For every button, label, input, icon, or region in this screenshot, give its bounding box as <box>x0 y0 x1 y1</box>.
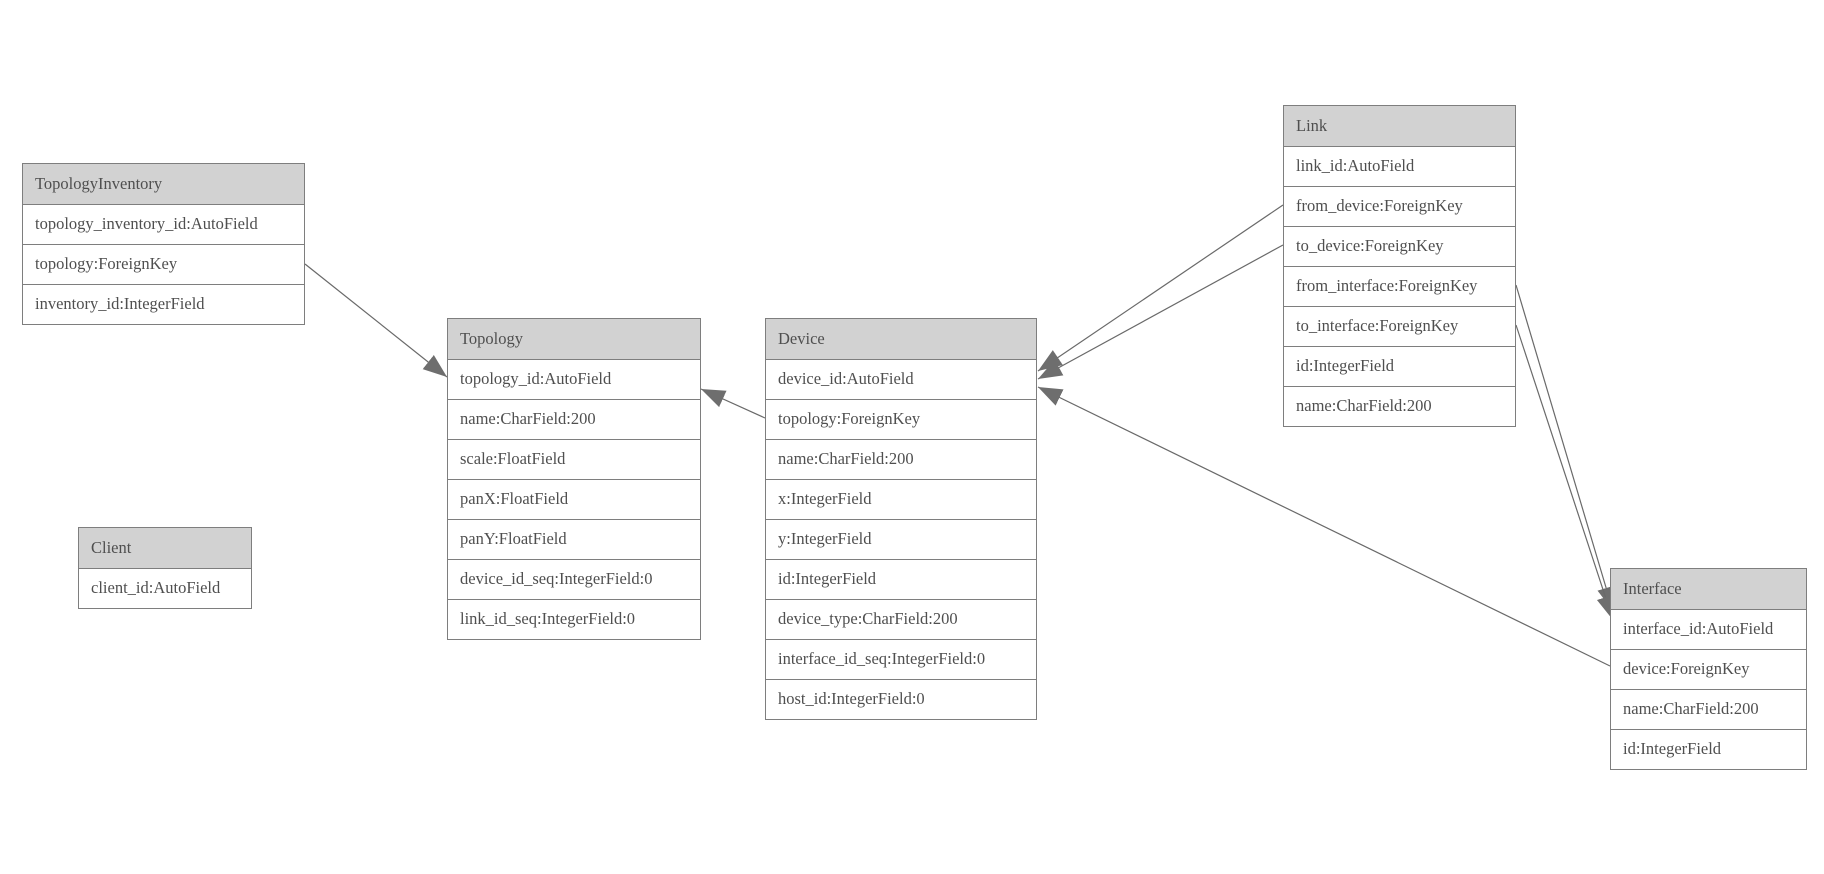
entity-title: Interface <box>1611 569 1806 609</box>
field-row: x:IntegerField <box>766 479 1036 519</box>
field-row: client_id:AutoField <box>79 568 251 608</box>
field-row: link_id_seq:IntegerField:0 <box>448 599 700 639</box>
field-row: device:ForeignKey <box>1611 649 1806 689</box>
field-row: interface_id_seq:IntegerField:0 <box>766 639 1036 679</box>
field-row: id:IntegerField <box>1284 346 1515 386</box>
field-row: name:CharField:200 <box>448 399 700 439</box>
field-row: to_device:ForeignKey <box>1284 226 1515 266</box>
field-row: y:IntegerField <box>766 519 1036 559</box>
field-row: name:CharField:200 <box>1611 689 1806 729</box>
field-row: topology_inventory_id:AutoField <box>23 204 304 244</box>
edge-link-to_interface <box>1515 324 1615 621</box>
field-row: device_id:AutoField <box>766 359 1036 399</box>
entity-title: Device <box>766 319 1036 359</box>
entity-title: TopologyInventory <box>23 164 304 204</box>
field-row: name:CharField:200 <box>766 439 1036 479</box>
field-row: scale:FloatField <box>448 439 700 479</box>
entity-title: Link <box>1284 106 1515 146</box>
field-row: name:CharField:200 <box>1284 386 1515 426</box>
field-row: link_id:AutoField <box>1284 146 1515 186</box>
field-row: from_device:ForeignKey <box>1284 186 1515 226</box>
field-row: panY:FloatField <box>448 519 700 559</box>
field-row: from_interface:ForeignKey <box>1284 266 1515 306</box>
field-row: to_interface:ForeignKey <box>1284 306 1515 346</box>
edge-interface-device <box>1037 386 1611 667</box>
field-row: topology_id:AutoField <box>448 359 700 399</box>
edge-link-to_device <box>1037 244 1284 380</box>
field-row: device_id_seq:IntegerField:0 <box>448 559 700 599</box>
field-row: topology:ForeignKey <box>23 244 304 284</box>
field-row: device_type:CharField:200 <box>766 599 1036 639</box>
field-row: id:IntegerField <box>1611 729 1806 769</box>
edge-device-topology <box>700 388 766 419</box>
entity-title: Topology <box>448 319 700 359</box>
field-row: id:IntegerField <box>766 559 1036 599</box>
field-row: panX:FloatField <box>448 479 700 519</box>
edge-link-from_device <box>1037 204 1284 372</box>
field-row: topology:ForeignKey <box>766 399 1036 439</box>
edge-link-from_interface <box>1515 284 1615 612</box>
field-row: host_id:IntegerField:0 <box>766 679 1036 719</box>
edge-topologyinventory-topology <box>304 263 448 378</box>
field-row: interface_id:AutoField <box>1611 609 1806 649</box>
entity-title: Client <box>79 528 251 568</box>
field-row: inventory_id:IntegerField <box>23 284 304 324</box>
